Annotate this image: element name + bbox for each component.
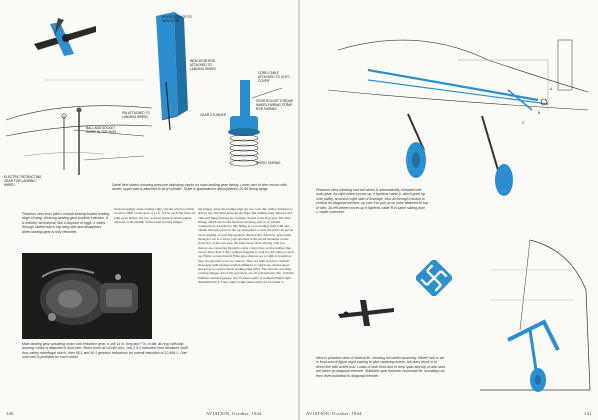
- wing-gear-indicator-diagram: [5, 79, 153, 175]
- indicator-rod-label: INDICATOR ROD ATTACHED TO LANDING WHEEL: [190, 59, 217, 71]
- cable-b-label: B: [538, 111, 541, 115]
- tail-fin-caption: Here is phantom view of vertical fin, sh…: [316, 356, 446, 378]
- body-text-column-1: riveted together at the leading edge, an…: [114, 207, 196, 224]
- swastika-marking-icon: [416, 260, 452, 296]
- left-page-number: 140: [6, 411, 14, 416]
- right-page-number: 141: [584, 411, 592, 416]
- gutter: [298, 0, 300, 420]
- speed-fairing-label: SPEED FAIRING: [256, 161, 281, 165]
- ball-socket-label: BALL AND SOCKET GUIDE IN TOP SKIN: [86, 126, 116, 134]
- electric-gear-label: ELECTRIC RETRACTING GEAR FOR LANDING WHE…: [4, 175, 42, 187]
- aircraft-silhouette-icon: [34, 18, 96, 56]
- left-footer: AVIATION, October, 1944: [206, 411, 262, 416]
- body-text-column-2: ing hinges. Atop the trailing edge are t…: [198, 207, 294, 285]
- oleo-detail-caption: Detail field sketch showing pressure ind…: [112, 183, 287, 192]
- pin-landing-label: PIN ATTACHED TO LANDING WHEEL: [122, 111, 150, 119]
- gear-indicator-caption: Phantom view from pilot's cockpit lookin…: [22, 212, 110, 234]
- motor-gear-photo: [22, 253, 152, 339]
- cable-a-label: A: [550, 87, 553, 91]
- gear-indicator-rod-diagram: [156, 12, 188, 131]
- gear-cylinder-label: GEAR CYLINDER: [200, 113, 227, 117]
- right-footer: AVIATION, October, 1944: [306, 411, 362, 416]
- left-page: BALL AND SOCKET GUIDE IN TOP SKIN ELECTR…: [0, 0, 298, 420]
- right-page: A B C Phantom view showing how tail whee…: [300, 0, 598, 420]
- hinged-cover-label: HINGED COVER TO INDICATOR: [162, 15, 192, 23]
- plane-in-flight-icon: [338, 300, 394, 326]
- door-c-label: C: [522, 121, 525, 125]
- vertical-fin-tailwheel-diagram: [480, 239, 591, 392]
- motor-photo-caption: Main landing gear actuating motor and re…: [22, 342, 188, 360]
- oleo-strut-diagram: [228, 80, 283, 167]
- fuselage-tail-retraction-diagram: [327, 39, 589, 196]
- gear-roller-label: GEAR ROLLER TORQUE WHEEL FAIRING STRAP R…: [256, 99, 294, 111]
- tail-retraction-caption: Phantom view showing how tail wheel is a…: [316, 188, 428, 215]
- cord-cable-label: CORD CABLE ATTACHED TO OLEO COVER: [258, 71, 290, 83]
